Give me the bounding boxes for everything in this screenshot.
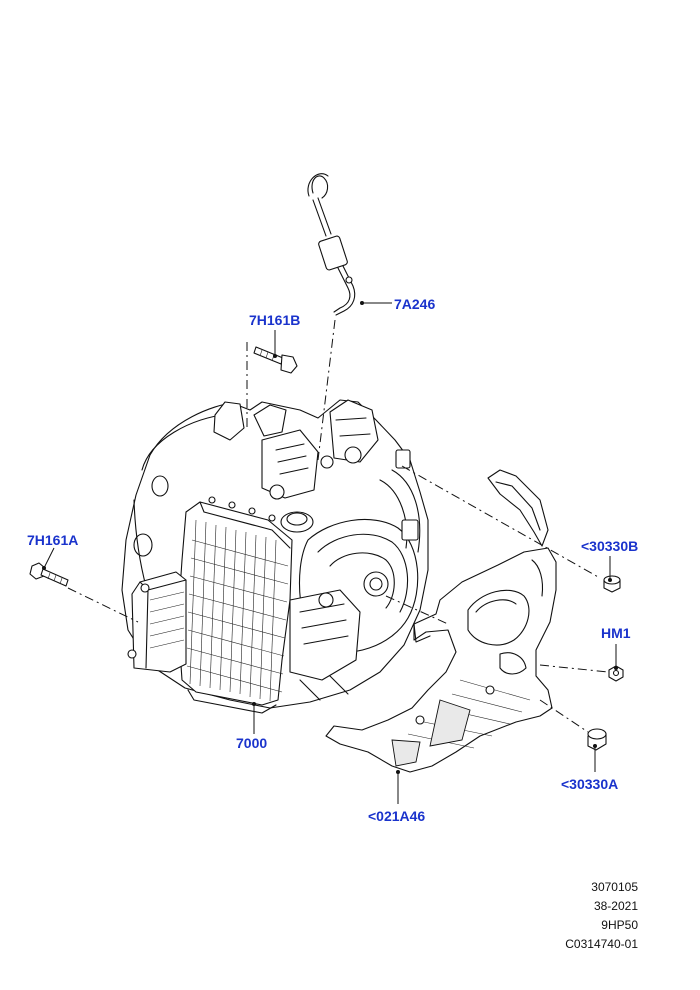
callout-hm1[interactable]: HM1 [601, 625, 631, 641]
reference-block: 3070105 38-2021 9HP50 C0314740-01 [565, 878, 638, 954]
leader-lines [42, 301, 618, 804]
callout-30330a[interactable]: <30330A [561, 776, 619, 792]
callout-7a246[interactable]: 7A246 [394, 296, 436, 312]
nut-30330b [603, 575, 621, 593]
nut-30330a [587, 728, 607, 751]
reference-line-1: 3070105 [591, 880, 638, 894]
reference-line-4: C0314740-01 [565, 937, 638, 951]
bolt-7h161a [29, 562, 69, 587]
transmission-assembly [121, 399, 429, 714]
callout-7000[interactable]: 7000 [236, 735, 268, 751]
breather-tube [307, 173, 356, 316]
reference-line-3: 9HP50 [601, 918, 638, 932]
assembly-axis-lines [67, 319, 609, 733]
heat-shield-assembly [325, 469, 557, 773]
reference-line-2: 38-2021 [593, 899, 638, 913]
callout-7h161a[interactable]: 7H161A [27, 532, 79, 548]
callout-021a46[interactable]: <021A46 [368, 808, 426, 824]
callout-7h161b[interactable]: 7H161B [249, 312, 301, 328]
callout-30330b[interactable]: <30330B [581, 538, 639, 554]
